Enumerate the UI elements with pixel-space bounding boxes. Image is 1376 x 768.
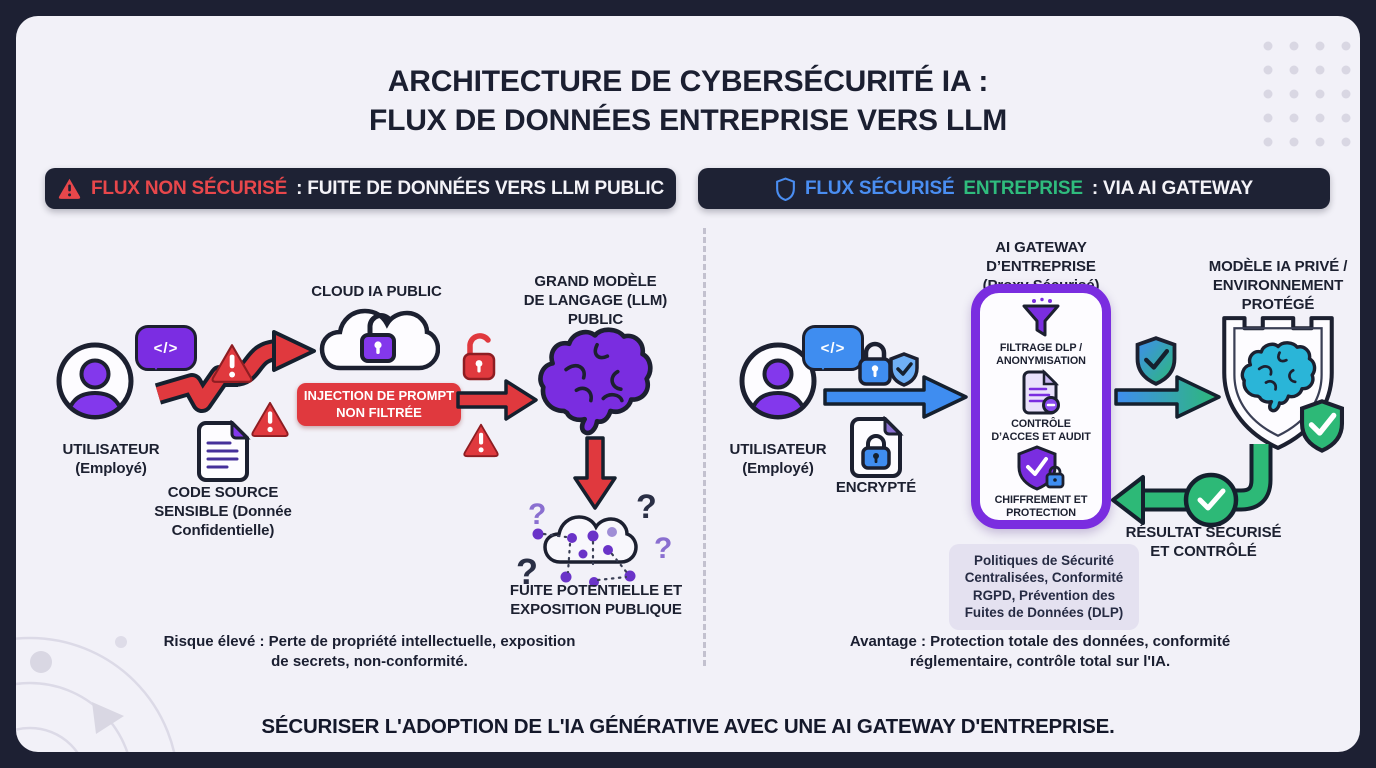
advantage-note: Avantage : Protection totale des données…: [849, 633, 1231, 671]
user-avatar-icon: [739, 342, 817, 420]
audit-document-icon: [1022, 368, 1060, 415]
code-bubble-text: </>: [820, 339, 846, 357]
gateway-step-label: FILTRAGE DLP / ANONYMISATION: [996, 342, 1086, 368]
private-model-label: MODÈLE IA PRIVÉ / ENVIRONNEMENT PROTÉGÉ: [1208, 258, 1348, 313]
code-bubble-icon: </>: [135, 325, 197, 371]
public-cloud-icon: [319, 308, 440, 371]
svg-text:?: ?: [654, 532, 672, 565]
green-shield-check-icon: [1299, 399, 1345, 453]
panel-divider: [703, 228, 706, 666]
gateway-step-encryption: CHIFFREMENT ET PROTECTION: [994, 445, 1088, 521]
warning-icon: [58, 178, 81, 199]
page-title-line1: ARCHITECTURE DE CYBERSÉCURITÉ IA :: [387, 65, 989, 98]
user-label: UTILISATEUR (Employé): [62, 441, 160, 477]
leak-arrow-down: [573, 436, 617, 510]
insecure-panel-header: FLUX NON SÉCURISÉ : FUITE DE DONNÉES VER…: [45, 168, 676, 209]
filter-funnel-icon: [1022, 297, 1060, 337]
gateway-step-filtering: FILTRAGE DLP / ANONYMISATION: [996, 297, 1086, 369]
dot-grid-decoration: [1263, 41, 1351, 147]
gateway-step-audit: CONTRÔLE D’ACCES ET AUDIT: [991, 368, 1091, 445]
svg-text:?: ?: [528, 498, 546, 531]
gateway-step-label: CONTRÔLE D’ACCES ET AUDIT: [991, 417, 1091, 444]
data-leak-cloud-icon: ? ? ? ?: [516, 492, 672, 588]
open-padlock-icon: [462, 333, 496, 381]
page-title-line2: FLUX DE DONNÉES ENTREPRISE VERS LLM: [368, 104, 1008, 137]
footer-tagline: SÉCURISER L'ADOPTION DE L'IA GÉNÉRATIVE …: [261, 715, 1115, 738]
gateway-to-model-arrow: [1114, 375, 1221, 419]
source-code-label: CODE SOURCE SENSIBLE (Donnée Confidentie…: [154, 484, 292, 539]
ai-gateway-box: FILTRAGE DLP / ANONYMISATION CONTRÔLE D’…: [971, 284, 1111, 529]
secure-header-text: : VIA AI GATEWAY: [1091, 177, 1253, 199]
encrypted-document-icon: [850, 416, 904, 478]
policy-note-box: Politiques de Sécurité Centralisées, Con…: [949, 544, 1139, 630]
page-title: ARCHITECTURE DE CYBERSÉCURITÉ IA : FLUX …: [16, 62, 1360, 140]
result-label: RÉSULTAT SÉCURISÉ ET CONTRÔLÉ: [1125, 524, 1282, 560]
user-avatar-icon: [56, 342, 134, 420]
public-cloud-label: CLOUD IA PUBLIC: [311, 283, 442, 300]
protection-shield-icon: [1017, 445, 1065, 491]
return-arrow: [1111, 444, 1273, 528]
gateway-step-label: CHIFFREMENT ET PROTECTION: [994, 493, 1088, 520]
lock-shield-icon: [858, 341, 919, 387]
svg-text:?: ?: [516, 551, 538, 588]
insecure-header-text: : FUITE DE DONNÉES VERS LLM PUBLIC: [296, 177, 665, 199]
source-code-document-icon: [197, 420, 251, 482]
unsafe-arrow-right: [456, 379, 538, 421]
code-bubble-text: </>: [153, 339, 179, 357]
prompt-injection-badge: INJECTION DE PROMPT NON FILTRÉE: [297, 383, 461, 426]
circles-decoration: [16, 636, 176, 752]
encrypted-label: ENCRYPTÉ: [835, 479, 917, 496]
svg-text:?: ?: [636, 492, 657, 526]
infographic-card: ARCHITECTURE DE CYBERSÉCURITÉ IA : FLUX …: [16, 16, 1360, 752]
insecure-header-highlight: FLUX NON SÉCURISÉ: [90, 177, 288, 199]
warning-triangle-icon: [211, 344, 253, 383]
secure-header-highlight2: ENTREPRISE: [963, 177, 1083, 199]
risk-note: Risque élevé : Perte de propriété intell…: [163, 633, 576, 671]
secure-flow-arrow: [823, 375, 968, 419]
warning-triangle-icon: [251, 401, 289, 438]
shield-icon: [776, 176, 795, 201]
public-llm-label: GRAND MODÈLE DE LANGAGE (LLM) PUBLIC: [523, 273, 668, 328]
public-llm-brain-icon: [538, 327, 653, 436]
leak-label: FUITE POTENTIELLE ET EXPOSITION PUBLIQUE: [509, 582, 683, 618]
code-bubble-icon: </>: [802, 325, 864, 371]
warning-triangle-icon: [463, 423, 499, 458]
user-label: UTILISATEUR (Employé): [729, 441, 827, 477]
shield-check-icon: [1135, 336, 1177, 386]
secure-panel-header: FLUX SÉCURISÉ ENTREPRISE : VIA AI GATEWA…: [698, 168, 1330, 209]
secure-header-highlight: FLUX SÉCURISÉ: [805, 177, 955, 199]
